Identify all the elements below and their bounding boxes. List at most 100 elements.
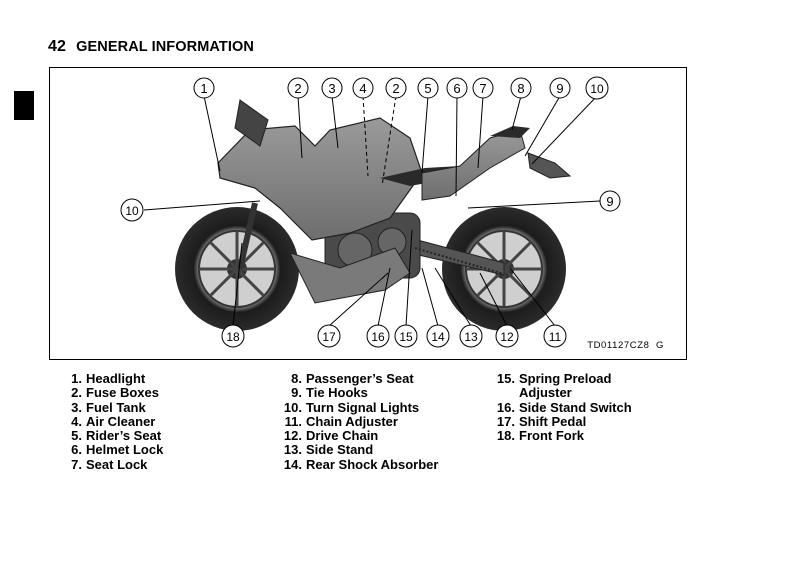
legend-label: Side Stand [306, 442, 374, 458]
legend-label: Seat Lock [86, 456, 148, 472]
legend-column-2: 8.Passenger’s Seat 9.Tie Hooks 10.Turn S… [276, 371, 439, 472]
callout-label: 3 [328, 81, 335, 96]
legend-item: 16.Side Stand Switch [489, 399, 632, 415]
legend-num: 10. [283, 399, 302, 415]
legend-label: Side Stand Switch [519, 399, 632, 415]
legend-label: Fuse Boxes [86, 385, 159, 401]
callout: 9 [549, 77, 571, 99]
callout-label: 6 [453, 81, 460, 96]
callout-label: 5 [424, 81, 431, 96]
callout: 10 [585, 76, 609, 100]
callout-label: 15 [399, 330, 413, 344]
legend-num: 18. [496, 428, 515, 444]
page-header: 42 GENERAL INFORMATION [48, 38, 254, 56]
legend-item: 11.Chain Adjuster [276, 413, 438, 429]
legend-column-1: 1.Headlight 2.Fuse Boxes 3.Fuel Tank 4.A… [56, 371, 163, 472]
section-tab-marker [14, 91, 34, 120]
callout: 3 [321, 77, 343, 99]
front-fork-shape [237, 202, 258, 270]
windscreen [234, 99, 269, 147]
legend-label-continuation: Adjuster [519, 385, 572, 401]
callout: 9 [599, 190, 621, 212]
legend-item: 3.Fuel Tank [56, 399, 163, 415]
legend-item: 13.Side Stand [276, 442, 438, 458]
callout-label: 11 [549, 330, 562, 344]
legend-column-3: 15. Spring Preload Adjuster 16.Side Stand… [489, 371, 632, 444]
callout: 11 [543, 324, 567, 348]
legend-num: 5. [71, 428, 82, 444]
callout: 4 [352, 77, 374, 99]
callout-label: 8 [517, 81, 524, 96]
passenger-seat-shape [490, 126, 530, 138]
legend-num: 13. [283, 442, 302, 458]
legend-item: 4.Air Cleaner [56, 413, 163, 429]
legend-num: 4. [71, 413, 82, 429]
callout-label: 13 [464, 330, 478, 344]
legend-label: Shift Pedal [519, 413, 587, 429]
legend-item: 8.Passenger’s Seat [276, 371, 438, 386]
legend-item: 6.Helmet Lock [56, 442, 163, 458]
legend-num: 12. [283, 428, 302, 444]
callout-label: 16 [371, 330, 385, 344]
callout-label: 9 [556, 81, 563, 96]
legend-item: 9.Tie Hooks [276, 385, 438, 401]
legend-item: 7.Seat Lock [56, 456, 163, 472]
legend-num: 9. [291, 385, 302, 401]
callout-label: 7 [479, 81, 486, 96]
legend-label: Rider’s Seat [86, 428, 162, 444]
figure-code-suffix: G [656, 340, 664, 351]
callout-label: 1 [200, 81, 207, 96]
legend-item: 15. Spring Preload [489, 371, 632, 386]
callout: 15 [394, 324, 418, 348]
legend-item: 1.Headlight [56, 371, 163, 386]
legend-num: 8. [291, 371, 302, 386]
tail-section [421, 129, 526, 201]
page-number: 42 [48, 38, 66, 55]
legend-item: 2.Fuse Boxes [56, 385, 163, 401]
legend-num: 2. [71, 385, 82, 401]
callout-label: 10 [125, 204, 139, 218]
legend-label: Headlight [86, 371, 146, 386]
chain-shape [414, 247, 505, 275]
lower-fairing [289, 247, 411, 304]
legend-label: Front Fork [519, 428, 584, 444]
callout: 17 [317, 324, 341, 348]
legend-num: 15. [496, 371, 515, 386]
callout: 18 [221, 324, 245, 348]
page-title: GENERAL INFORMATION [76, 39, 254, 55]
legend-label: Air Cleaner [86, 413, 156, 429]
figure-code-id: TD01127CZ8 [587, 340, 650, 351]
legend-label: Rear Shock Absorber [306, 456, 439, 472]
legend-label: Fuel Tank [86, 399, 146, 415]
legend-item: 17.Shift Pedal [489, 413, 632, 429]
legend-num: 6. [71, 442, 82, 458]
callout-label: 2 [294, 81, 301, 96]
legend-item: 18.Front Fork [489, 428, 632, 444]
callout: 7 [472, 77, 494, 99]
callout-label: 17 [322, 330, 336, 344]
front-wheel [175, 207, 299, 331]
motorcycle-figure: 1 2 3 4 2 5 6 7 8 9 10 10 9 18 17 16 15 … [49, 67, 687, 360]
legend-label: Spring Preload [519, 371, 612, 386]
callout: 13 [459, 324, 483, 348]
legend-num: 17. [496, 413, 515, 429]
callout: 10 [120, 198, 144, 222]
callout-label: 9 [606, 194, 613, 209]
callout: 6 [446, 77, 468, 99]
callout: 14 [426, 324, 450, 348]
legend-item: 14.Rear Shock Absorber [276, 456, 439, 472]
callout-label: 14 [431, 330, 445, 344]
legend-label: Drive Chain [306, 428, 379, 444]
legend-num: 3. [71, 399, 82, 415]
legend-label: Tie Hooks [306, 385, 368, 401]
motorcycle-illustration: 1 2 3 4 2 5 6 7 8 9 10 10 9 18 17 16 15 … [120, 76, 621, 348]
legend-num: 11. [284, 413, 302, 429]
callout-markers: 1 2 3 4 2 5 6 7 8 9 10 10 9 18 17 16 15 … [120, 76, 621, 348]
callout: 8 [510, 77, 532, 99]
legend-item: 5.Rider’s Seat [56, 428, 163, 444]
callout-label: 12 [500, 330, 514, 344]
callout: 12 [495, 324, 519, 348]
callout: 2 [385, 77, 407, 99]
legend-item: 10.Turn Signal Lights [276, 399, 438, 415]
legend-label: Chain Adjuster [306, 413, 398, 429]
